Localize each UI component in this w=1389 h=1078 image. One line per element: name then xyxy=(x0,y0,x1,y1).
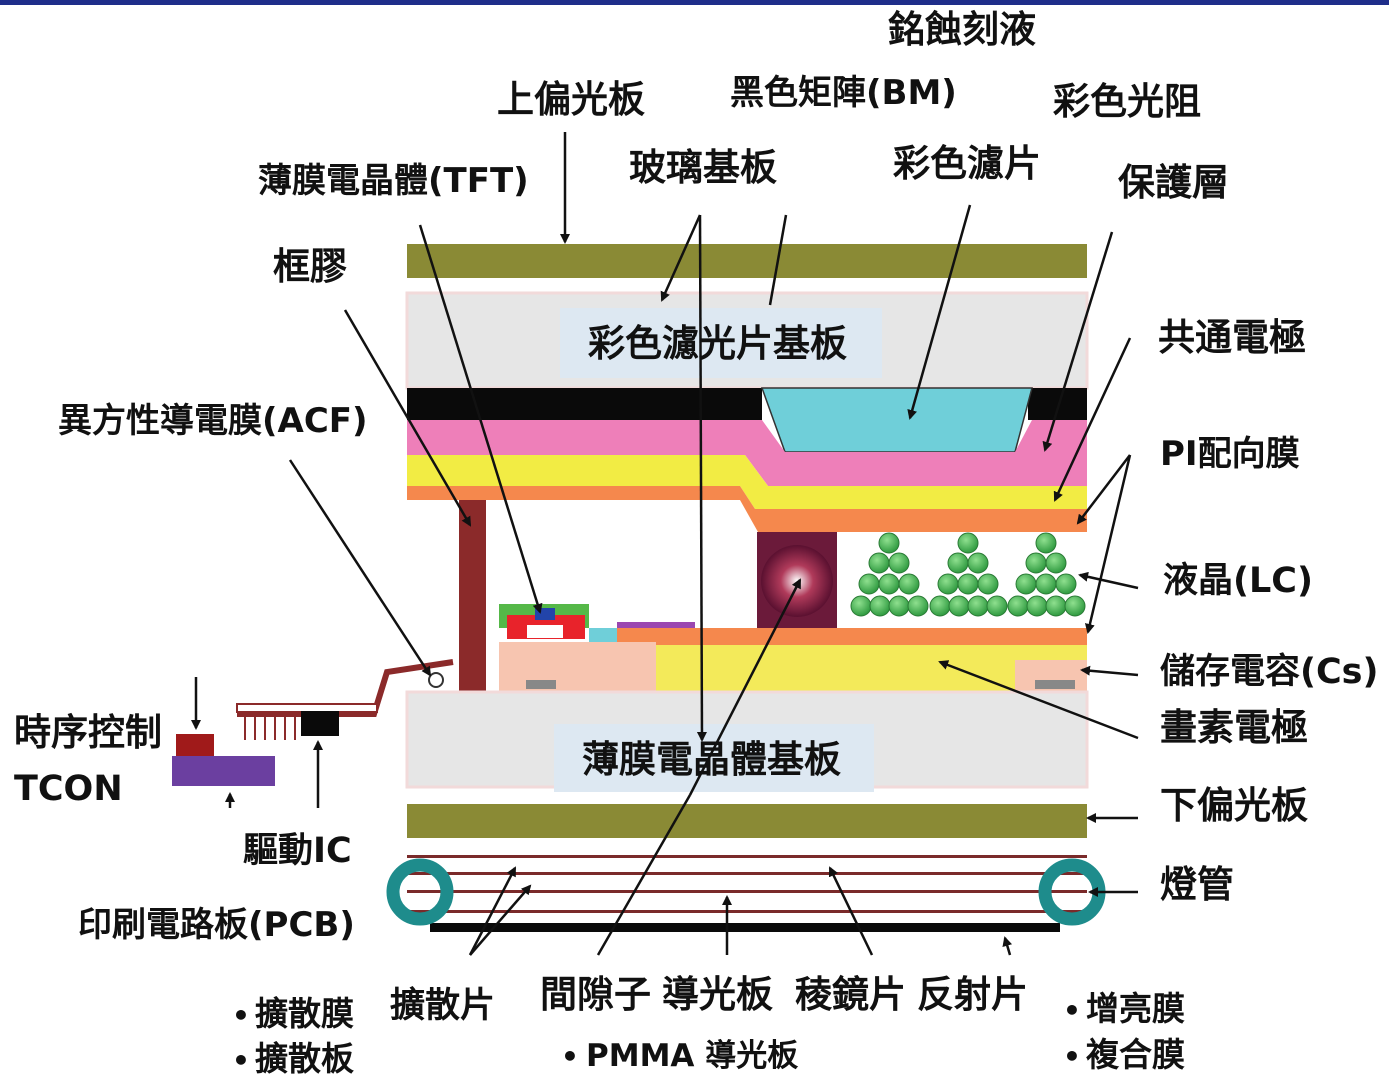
label-pixel-electrode: 畫素電極 xyxy=(1160,706,1308,749)
color-filter-block xyxy=(760,387,1033,453)
common-electrode-layer xyxy=(407,455,1087,509)
bullet-diffuser-plate: • xyxy=(232,1044,250,1077)
label-common-electrode: 共通電極 xyxy=(1158,316,1306,359)
label-diffuser-sheet: 擴散片 xyxy=(390,985,495,1026)
top-bar xyxy=(0,0,1389,5)
label-composite-film: 複合膜 xyxy=(1086,1035,1185,1074)
upper-polarizer-layer xyxy=(407,244,1087,278)
black-matrix-left xyxy=(407,388,762,420)
black-matrix-right xyxy=(1028,388,1087,420)
pi-layer-top xyxy=(407,486,1087,532)
label-sealant: 框膠 xyxy=(273,245,347,288)
label-lc: 液晶(LC) xyxy=(1163,561,1313,601)
driver-assembly xyxy=(172,659,454,786)
label-pmma-guide: PMMA 導光板 xyxy=(586,1038,798,1074)
liquid-crystal-molecules xyxy=(850,532,1086,617)
label-tcon-line1: 時序控制 xyxy=(14,711,162,754)
label-prism: 稜鏡片 xyxy=(795,973,906,1016)
label-tcon-line2: TCON xyxy=(14,769,123,809)
pi-layer-bottom xyxy=(617,628,1087,645)
cf-substrate-label-box xyxy=(560,308,882,378)
storage-capacitor-plate xyxy=(1035,680,1075,689)
label-driver-ic: 驅動IC xyxy=(243,831,352,871)
label-lamp: 燈管 xyxy=(1160,863,1234,906)
pixel-electrode-left xyxy=(499,642,656,692)
lower-polarizer-layer xyxy=(407,804,1087,838)
bullet-diffuser-film: • xyxy=(232,999,250,1032)
bullet-composite-film: • xyxy=(1063,1040,1081,1073)
label-black-matrix: 黑色矩陣(BM) xyxy=(730,73,957,113)
lamp-left xyxy=(386,858,454,926)
leader-lines xyxy=(191,132,1139,956)
label-storage-capacitor: 儲存電容(Cs) xyxy=(1160,652,1379,692)
label-color-filter: 彩色濾片 xyxy=(893,142,1041,185)
backlight-sheets xyxy=(407,855,1087,932)
label-brightness-film: 增亮膜 xyxy=(1086,989,1185,1028)
label-upper-polarizer: 上偏光板 xyxy=(497,78,645,121)
label-tft: 薄膜電晶體(TFT) xyxy=(258,161,529,201)
tft-gate-pad xyxy=(526,680,556,689)
tft-substrate-label-box xyxy=(554,724,874,792)
label-pcb: 印刷電路板(PCB) xyxy=(78,905,355,945)
label-light-guide: 導光板 xyxy=(662,973,773,1016)
label-reflector: 反射片 xyxy=(917,973,1028,1016)
overcoat-layer xyxy=(407,420,1087,486)
label-protective-layer: 保護層 xyxy=(1118,161,1229,204)
label-diffuser-film: 擴散膜 xyxy=(255,994,354,1033)
label-acf: 異方性導電膜(ACF) xyxy=(58,401,368,441)
spacer-ball xyxy=(761,545,833,617)
sealant xyxy=(459,500,486,693)
bullet-pmma-guide: • xyxy=(561,1040,579,1073)
label-spacer: 間隙子 xyxy=(540,973,651,1016)
label-color-photoresist: 彩色光阻 xyxy=(1053,80,1201,123)
label-glass-substrate: 玻璃基板 xyxy=(629,146,777,189)
label-diffuser-plate: 擴散板 xyxy=(255,1039,354,1078)
label-tft-substrate: 薄膜電晶體基板 xyxy=(582,738,841,781)
label-pi-film: PI配向膜 xyxy=(1160,434,1300,474)
label-etchant: 銘蝕刻液 xyxy=(888,8,1036,51)
label-cf-substrate: 彩色濾光片基板 xyxy=(588,322,847,365)
bullet-brightness-film: • xyxy=(1063,994,1081,1027)
label-lower-polarizer: 下偏光板 xyxy=(1160,784,1308,827)
